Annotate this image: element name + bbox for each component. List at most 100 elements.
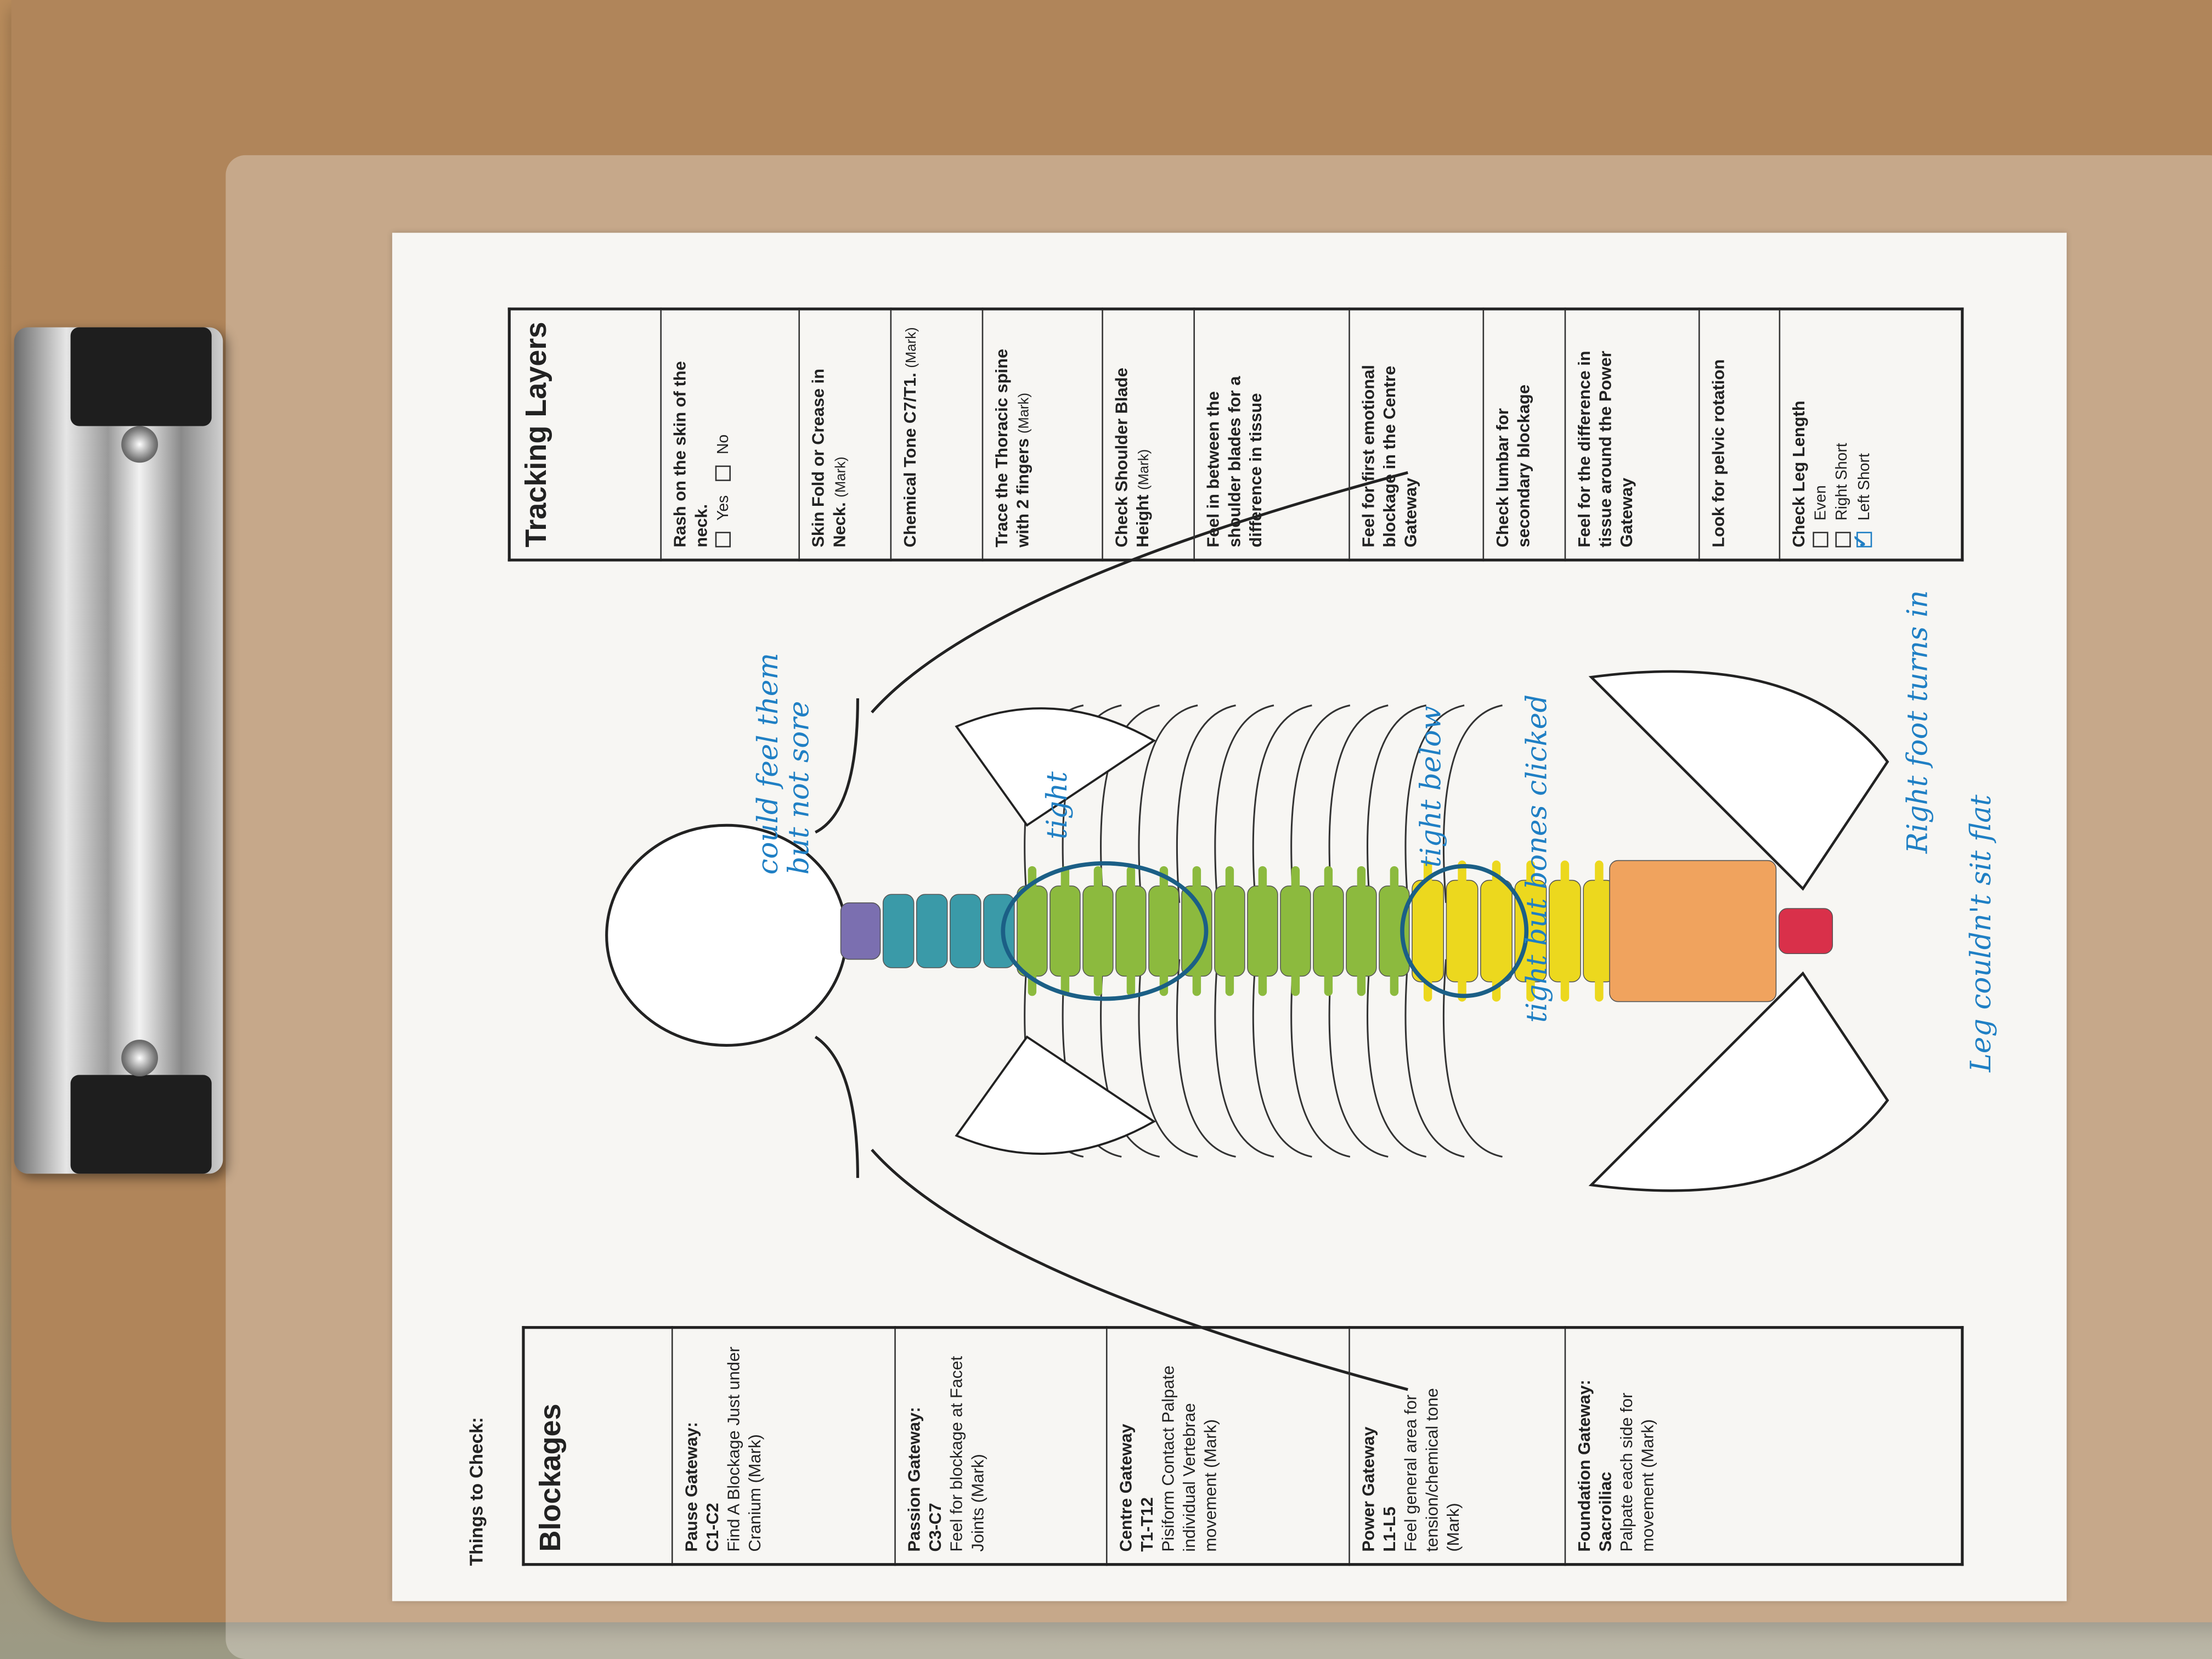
gateway-desc: Feel for blockage at Facet Joints (Mark) xyxy=(946,1356,987,1552)
transverse-process-power xyxy=(1492,860,1501,1002)
tracking-label: Feel in between the shoulder blades for … xyxy=(1203,376,1265,548)
body-outline xyxy=(814,471,1408,1391)
gateway-desc: Find A Blockage Just under Cranium (Mark… xyxy=(723,1346,764,1552)
no-checkbox[interactable] xyxy=(715,465,731,481)
things-to-check-heading: Things to Check: xyxy=(465,1417,487,1566)
mark-note: (Mark) xyxy=(1136,449,1152,490)
vertebra-sacrum xyxy=(1609,860,1777,1002)
gateway-desc: Palpate each side for movement (Mark) xyxy=(1616,1392,1657,1552)
rib xyxy=(1214,704,1274,903)
tracking-row-leg-length: Check Leg Length Even Right Short ✓Left … xyxy=(1779,309,1962,560)
vertebra-passion xyxy=(882,894,915,968)
clip-cap-top xyxy=(70,327,212,426)
note-foot: Right foot turns in xyxy=(1900,590,1934,854)
rib xyxy=(1290,704,1351,903)
rib xyxy=(1176,704,1236,903)
tracking-title-text: Tracking Layers xyxy=(520,321,553,548)
gateway-range: C1-C2 xyxy=(702,1503,722,1552)
gateway-range: C3-C7 xyxy=(924,1503,945,1552)
rib xyxy=(1367,704,1426,903)
transverse-process-power xyxy=(1526,860,1535,1002)
transverse-process-centre xyxy=(1390,866,1399,996)
transverse-process-power xyxy=(1458,860,1466,1002)
transverse-process-centre xyxy=(1126,866,1136,996)
tracking-row: Check Shoulder Blade Height (Mark) xyxy=(1102,309,1194,560)
clip-cap-bottom xyxy=(70,1075,212,1174)
transverse-process-centre xyxy=(1159,866,1169,996)
tracking-row: Check lumbar for secondary blockage xyxy=(1482,309,1565,560)
left-short-label: Left Short xyxy=(1856,453,1874,521)
transverse-process-centre xyxy=(1258,866,1267,996)
transverse-process-centre xyxy=(1093,866,1103,996)
even-label: Even xyxy=(1812,485,1829,521)
rib xyxy=(1442,704,1503,903)
blockages-title-text: Blockages xyxy=(534,1403,567,1552)
transverse-process-centre xyxy=(1225,866,1234,996)
left-short-checkbox[interactable]: ✓ xyxy=(1850,532,1873,549)
clipboard-clip xyxy=(14,327,223,1174)
transverse-process-centre xyxy=(1291,866,1300,996)
clip-rivet xyxy=(121,1040,158,1076)
note-lumbar: tight but bones clicked xyxy=(1519,694,1554,1023)
gateway-name: Pause Gateway: xyxy=(680,1421,701,1552)
tracking-row: Trace the Thoracic spine with 2 fingers … xyxy=(981,309,1102,560)
note-lower-thoracic: tight below xyxy=(1413,706,1448,868)
vertebra-pause xyxy=(840,902,881,960)
rib xyxy=(1290,959,1351,1158)
tracking-row: Feel in between the shoulder blades for … xyxy=(1193,309,1349,560)
tracking-label: Chemical Tone C7/T1. xyxy=(899,373,919,548)
note-leg: Leg couldn't sit flat xyxy=(1963,794,1998,1073)
transverse-process-power xyxy=(1560,860,1570,1002)
rash-label: Rash on the skin of the neck. xyxy=(669,361,710,548)
gateway-range: T1-T12 xyxy=(1136,1497,1156,1552)
yes-checkbox[interactable] xyxy=(715,532,731,548)
tracking-label: Feel for first emotional blockage in the… xyxy=(1357,365,1420,548)
yes-label: Yes xyxy=(714,495,732,521)
gateway-name: Centre Gateway xyxy=(1115,1424,1135,1552)
transverse-process-centre xyxy=(1060,866,1070,996)
rib xyxy=(1404,704,1465,903)
rib xyxy=(1328,959,1389,1158)
note-thoracic: tight xyxy=(1040,771,1074,839)
right-short-checkbox[interactable] xyxy=(1835,532,1850,548)
skeleton-diagram xyxy=(605,471,1889,1391)
transverse-process-centre xyxy=(1357,866,1366,996)
shoulder-blades xyxy=(955,707,1156,1155)
mark-note: (Mark) xyxy=(903,327,919,368)
vertebra-coccyx xyxy=(1778,908,1833,955)
ink-circle-thoracic xyxy=(1001,861,1209,1001)
tracking-row-rash: Rash on the skin of the neck. Yes No xyxy=(660,309,799,560)
even-checkbox[interactable] xyxy=(1812,532,1829,548)
gateway-name: Power Gateway xyxy=(1357,1426,1378,1552)
rib xyxy=(1138,959,1198,1158)
rib xyxy=(1404,959,1465,1158)
transverse-process-power xyxy=(1595,860,1604,1002)
rib xyxy=(1252,704,1312,903)
tracking-layers-table: Tracking Layers Rash on the skin of the … xyxy=(507,307,1964,562)
rib xyxy=(1176,959,1236,1158)
transverse-process-centre xyxy=(1192,866,1201,996)
vertebra-passion xyxy=(950,894,981,968)
vertebra-passion xyxy=(916,894,948,968)
tracking-row: Skin Fold or Crease in Neck. (Mark) xyxy=(798,309,890,560)
tracking-label: Look for pelvic rotation xyxy=(1707,359,1728,548)
rib xyxy=(1214,959,1274,1158)
mark-note: (Mark) xyxy=(1016,392,1032,434)
rib xyxy=(1138,704,1198,903)
rib xyxy=(1252,959,1312,1158)
tracking-title: Tracking Layers xyxy=(509,309,661,560)
gateway-desc: Pisiform Contact Palpate individual Vert… xyxy=(1157,1365,1220,1552)
tracking-label: Check lumbar for secondary blockage xyxy=(1492,384,1533,548)
worksheet-page: Things to Check: Blockages Pause Gateway… xyxy=(392,233,2067,1601)
blockages-title: Blockages xyxy=(523,1327,672,1565)
worksheet: Things to Check: Blockages Pause Gateway… xyxy=(392,233,2067,1601)
tracking-label: Feel for the difference in tissue around… xyxy=(1573,351,1636,548)
gateway-range: L1-L5 xyxy=(1379,1506,1399,1552)
